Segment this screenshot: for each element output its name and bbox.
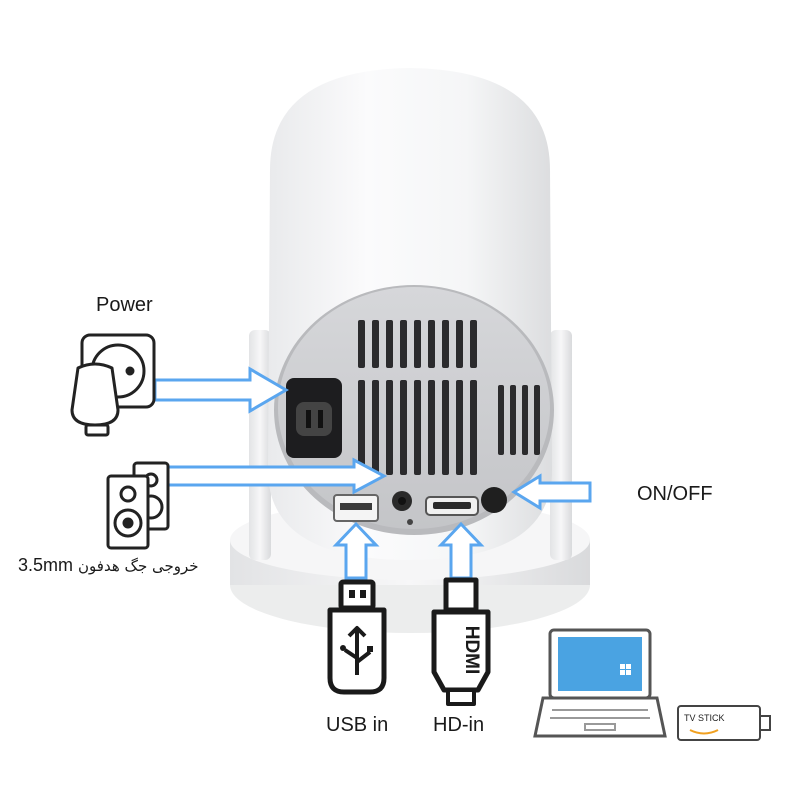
tv-stick-label: TV STICK: [684, 713, 725, 723]
hdmi-plug-text: HDMI: [461, 626, 482, 675]
power-plug-icon: [70, 362, 120, 437]
usb-plug-icon: [327, 579, 387, 695]
hdmi-label: HD-in: [433, 714, 485, 736]
audio-jack-label: 3.5mm خروجی جگ هدفون: [18, 555, 199, 576]
power-socket: [286, 378, 342, 458]
speakers-icon: [106, 461, 170, 550]
on-off-label: ON/OFF: [637, 483, 713, 505]
audio-jack-size: 3.5mm: [18, 555, 74, 575]
tv-stick-icon: TV STICK: [677, 705, 771, 741]
audio-jack-text: خروجی جگ هدفون: [78, 557, 199, 575]
power-label: Power: [96, 294, 153, 316]
ports-row: [318, 474, 507, 525]
usb-label: USB in: [326, 714, 389, 736]
connection-arrows: [153, 366, 592, 580]
laptop-icon: [533, 628, 667, 738]
hdmi-plug-icon: HDMI: [431, 577, 491, 706]
vent-slots: [358, 320, 540, 475]
